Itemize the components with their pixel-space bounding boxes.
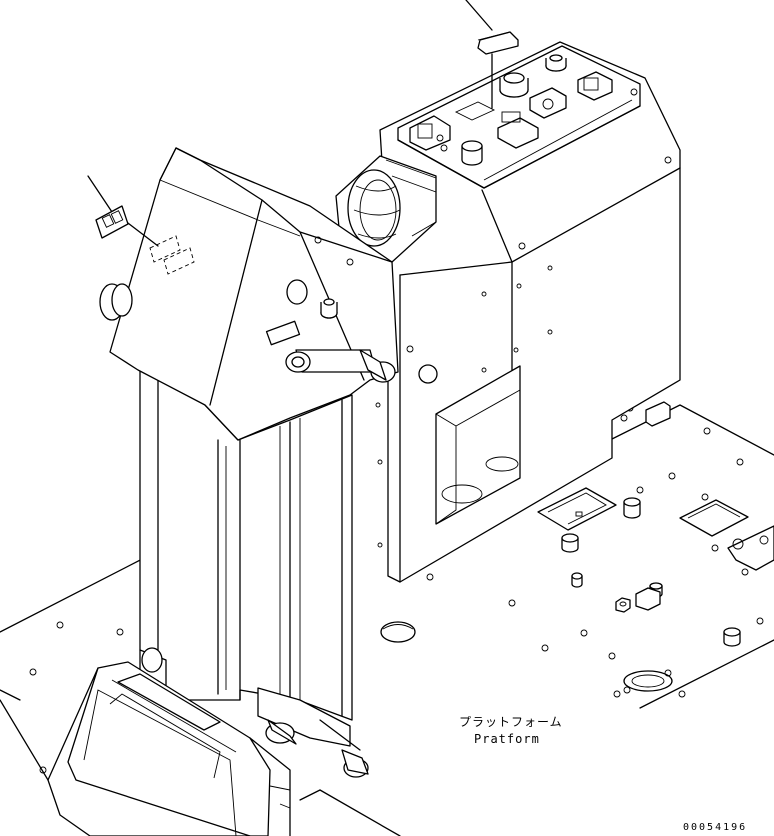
platform-floor: [0, 401, 774, 836]
platform-label-english: Pratform: [474, 732, 540, 746]
callout-top: [465, 0, 493, 31]
steering-column: [99, 147, 414, 778]
control-console: [335, 31, 681, 583]
callout-left: [87, 175, 159, 247]
drawing-number: 00054196: [683, 822, 748, 833]
platform-label-japanese: プラットフォーム: [459, 715, 563, 729]
pedal-frame: [0, 661, 321, 836]
